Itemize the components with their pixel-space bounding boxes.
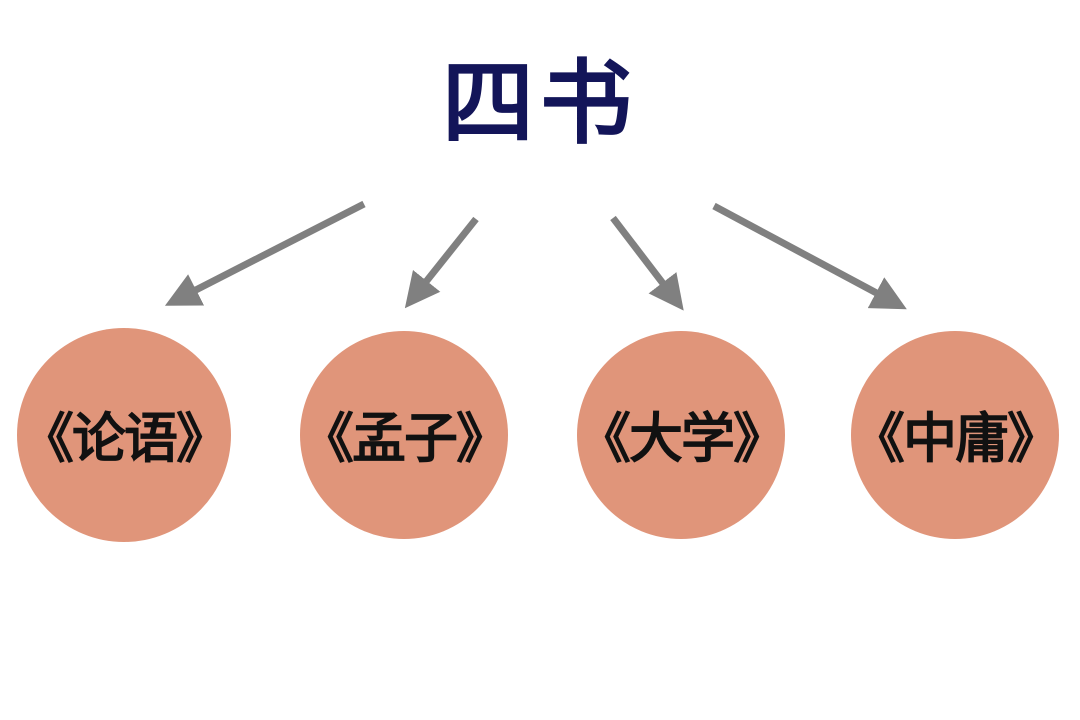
arrow-connector-2 [404, 216, 479, 309]
arrow-connector-3 [610, 215, 684, 311]
node-label-1: 《论语》 [20, 408, 230, 469]
node-circle-3[interactable]: 《大学》 [577, 331, 787, 539]
node-circle-4[interactable]: 《中庸》 [851, 331, 1061, 539]
node-label-2: 《孟子》 [300, 408, 510, 469]
node-label-3: 《大学》 [577, 408, 787, 469]
arrow-connector-1 [164, 200, 366, 306]
node-label-4: 《中庸》 [851, 408, 1061, 469]
arrow-connector-4 [712, 202, 907, 310]
page-title: 四书 [441, 53, 638, 155]
node-circle-1[interactable]: 《论语》 [17, 328, 231, 542]
node-circle-2[interactable]: 《孟子》 [300, 331, 510, 539]
